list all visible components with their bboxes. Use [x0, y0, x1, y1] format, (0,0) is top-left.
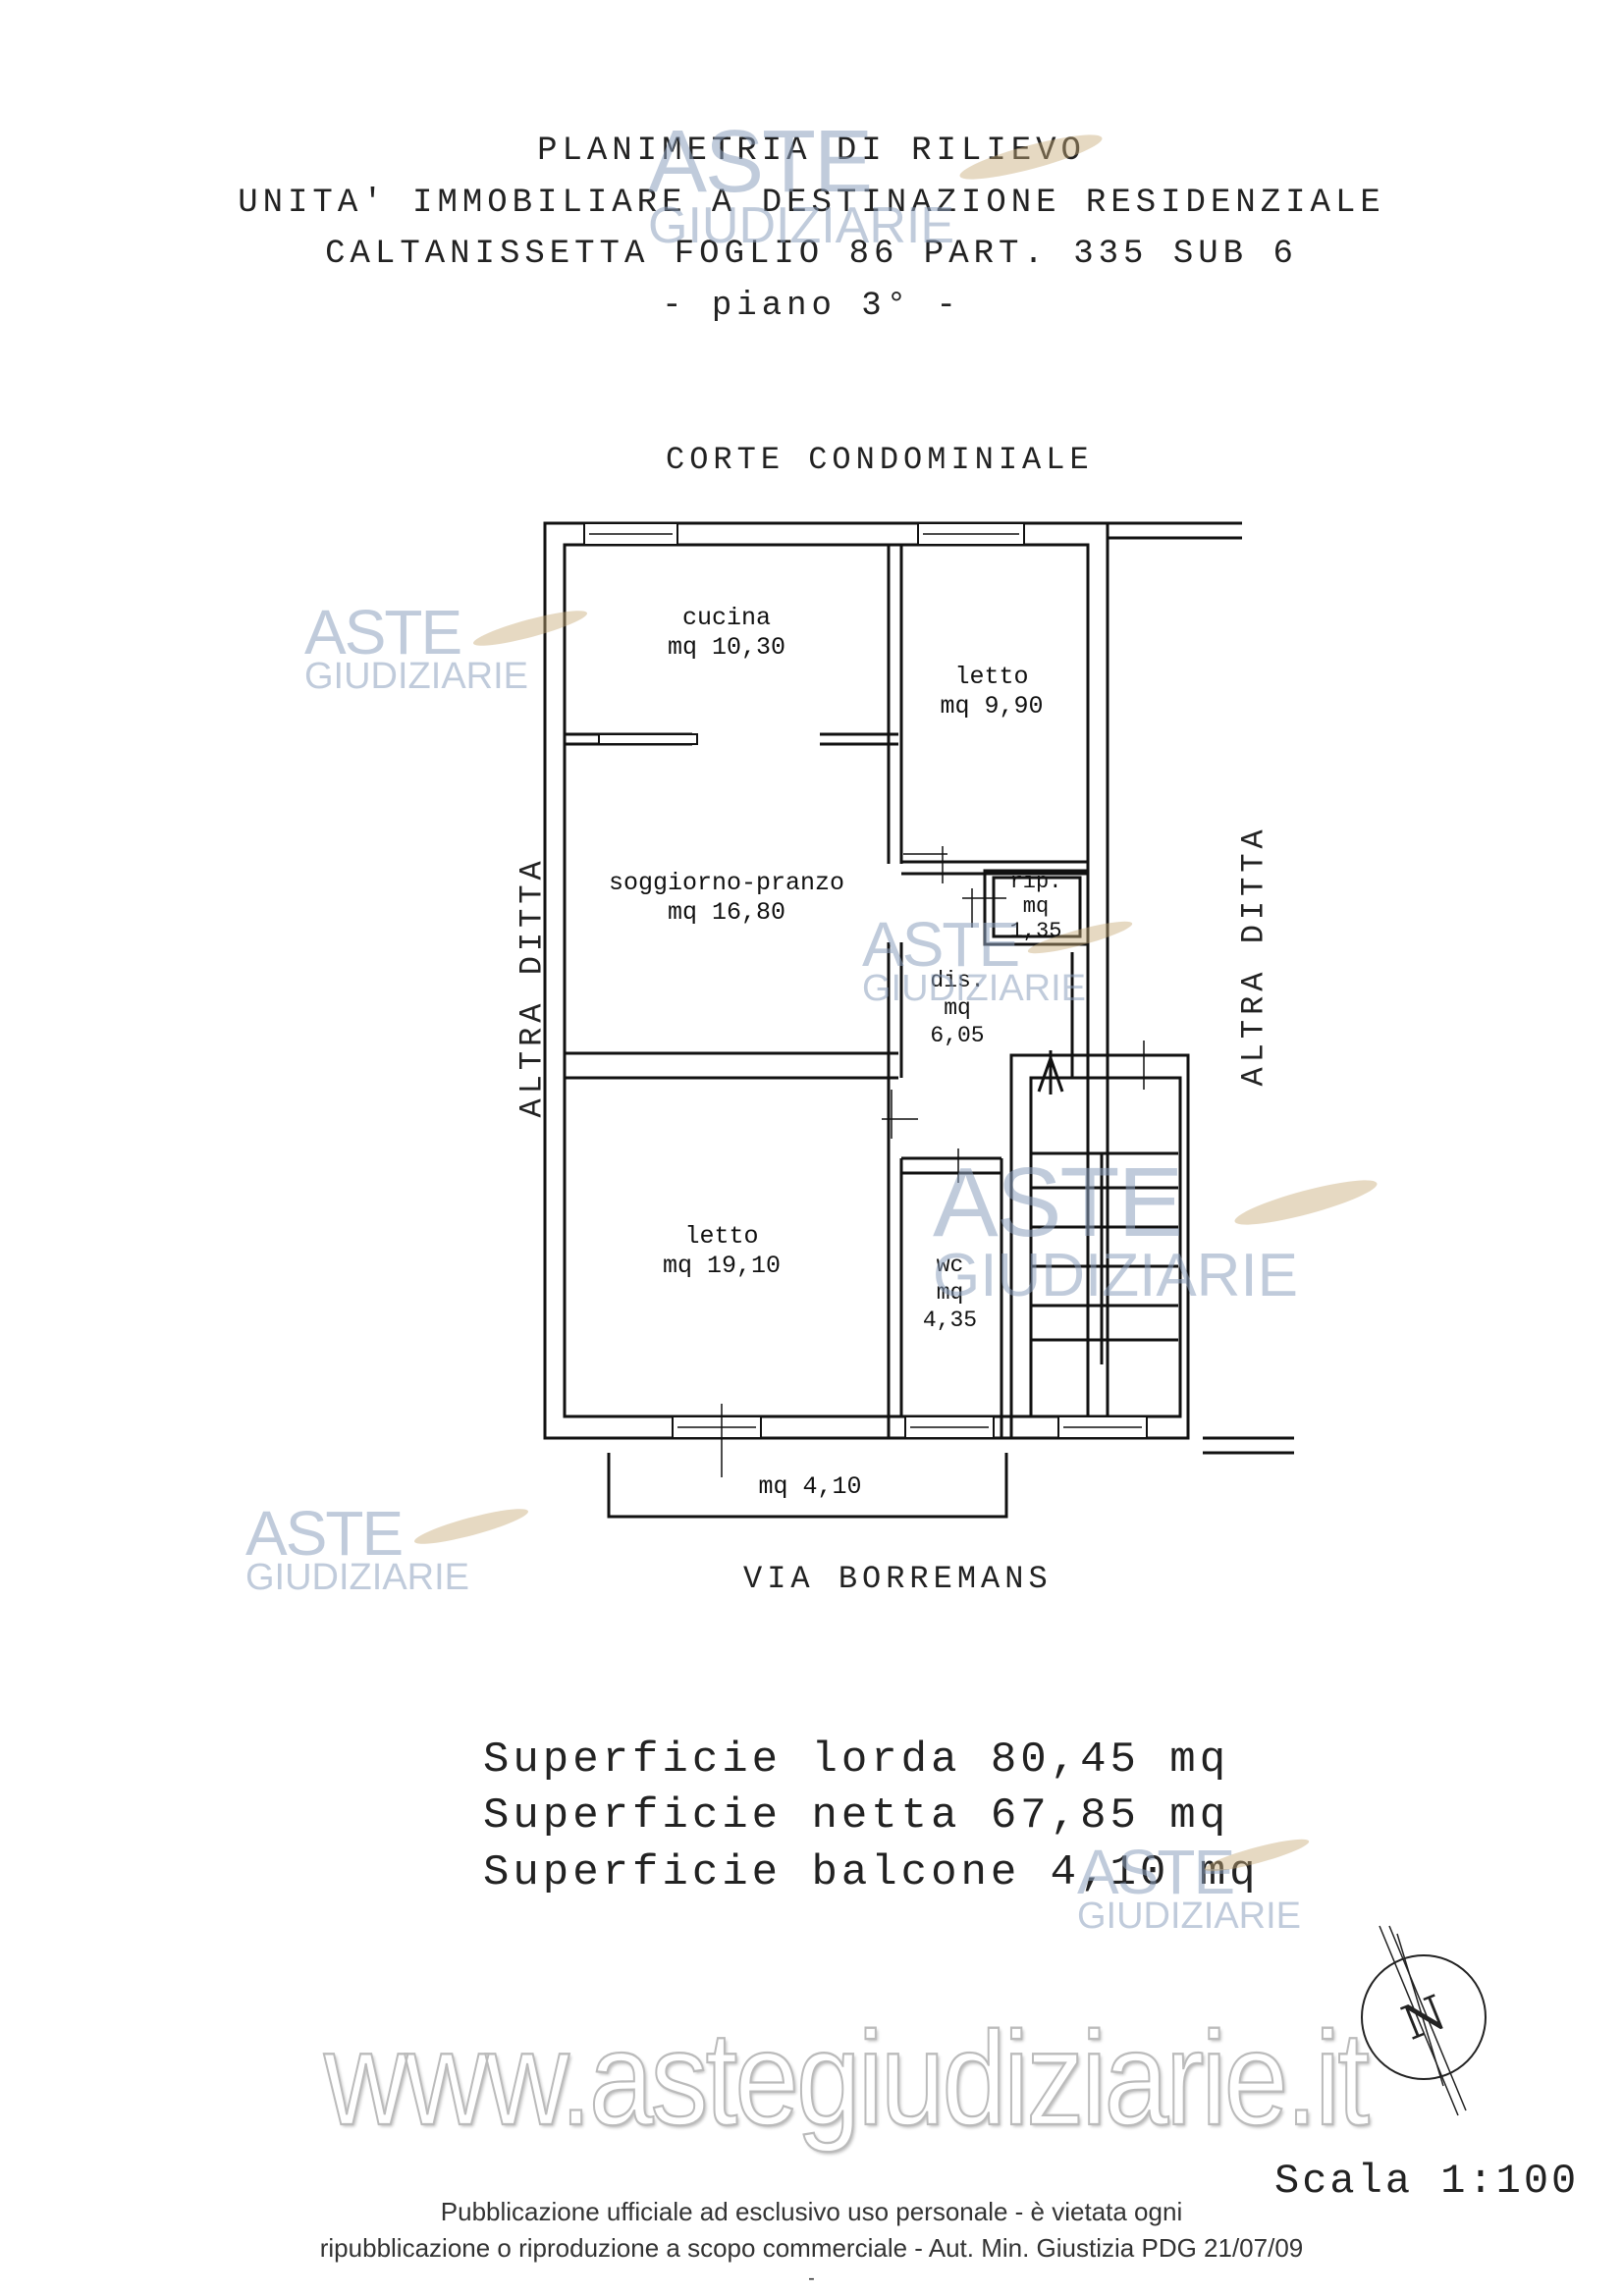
gavel-icon: [413, 1509, 529, 1544]
room-letto-small: letto mq 9,90: [913, 663, 1070, 721]
compass-ring-icon: [1361, 1954, 1487, 2080]
balcony-area: mq 4,10: [758, 1472, 862, 1501]
gavel-icon: [959, 134, 1103, 180]
title-line-4: - piano 3° -: [662, 288, 961, 325]
watermark-brand-top: ASTE: [933, 1148, 1183, 1257]
north-compass: N: [1361, 1925, 1487, 2116]
room-area-label: mq: [1022, 894, 1050, 919]
gavel-icon: [1234, 1180, 1378, 1225]
watermark-brand-top: ASTE: [648, 113, 873, 211]
footer-line-1: Pubblicazione ufficiale ad esclusivo uso…: [440, 2197, 1183, 2226]
summary-netta: Superficie netta 67,85 mq: [483, 1791, 1230, 1841]
watermark-site: www.astegiudiziarie.it: [323, 2003, 1371, 2155]
label-corte-condominiale: CORTE CONDOMINIALE: [666, 442, 1094, 478]
title-line-2: UNITA' IMMOBILIARE A DESTINAZIONE RESIDE…: [238, 185, 1385, 222]
watermark-brand-bottom: GIUDIZIARIE: [304, 656, 529, 697]
room-area: mq 9,90: [940, 692, 1044, 721]
title-line-3: CALTANISSETTA FOGLIO 86 PART. 335 SUB 6: [325, 236, 1298, 273]
watermark-brand-top: ASTE: [245, 1498, 404, 1569]
compass-letter: N: [1394, 1985, 1453, 2052]
room-area-value: 4,35: [922, 1308, 978, 1333]
watermark-brand-top: ASTE: [1077, 1837, 1235, 1907]
room-name: letto: [684, 1222, 759, 1251]
watermark-brand-bottom: GIUDIZIARIE: [933, 1242, 1299, 1309]
room-disimpegno: dis. mq 6,05: [918, 967, 997, 1049]
gavel-icon: [472, 611, 588, 646]
summary-balcone: Superficie balcone 4,10 mq: [483, 1848, 1260, 1897]
watermark-brand-bottom: GIUDIZIARIE: [862, 968, 1087, 1009]
room-area-label: mq: [936, 1280, 964, 1306]
watermark-brand-bottom: GIUDIZIARIE: [1077, 1896, 1302, 1937]
room-area-label: mq: [944, 995, 971, 1021]
room-area-value: 6,05: [930, 1023, 985, 1048]
gavel-icon: [1027, 921, 1133, 954]
room-soggiorno-pranzo: soggiorno-pranzo mq 16,80: [594, 869, 859, 928]
footer-line-3: -: [808, 2268, 815, 2289]
gavel-icon: [1204, 1839, 1310, 1872]
watermark-right: ASTE GIUDIZIARIE: [933, 1153, 1298, 1307]
watermark-brand-bottom: GIUDIZIARIE: [648, 197, 955, 254]
watermark-bottom-right: ASTE GIUDIZIARIE: [1077, 1841, 1301, 1935]
room-cucina: cucina mq 10,30: [648, 604, 805, 663]
summary-lorda: Superficie lorda 80,45 mq: [483, 1735, 1230, 1785]
watermark-brand-top: ASTE: [304, 597, 462, 667]
room-name: wc: [936, 1253, 964, 1278]
outer-wall-outline: [543, 521, 1109, 1440]
room-name: letto: [954, 663, 1029, 691]
room-name: soggiorno-pranzo: [608, 869, 845, 897]
footer-line-2: ripubblicazione o riproduzione a scopo c…: [319, 2233, 1304, 2263]
room-name: rip.: [1009, 870, 1062, 894]
watermark-brand-top: ASTE: [862, 909, 1020, 980]
room-area-value: 1,35: [1009, 919, 1062, 943]
room-area: mq 10,30: [667, 633, 786, 662]
watermark-left-upper: ASTE GIUDIZIARIE: [304, 601, 528, 695]
scale-label: Scala 1:100: [1274, 2158, 1580, 2205]
watermark-center: ASTE GIUDIZIARIE: [862, 913, 1086, 1007]
room-wc: wc mq 4,35: [913, 1252, 987, 1334]
room-area: mq 19,10: [662, 1252, 782, 1280]
room-name: cucina: [681, 604, 771, 632]
label-via-borremans: VIA BORREMANS: [743, 1561, 1053, 1597]
room-name: dis.: [930, 968, 985, 993]
room-ripostiglio: rip. mq 1,35: [997, 870, 1075, 943]
watermark-top: ASTE GIUDIZIARIE: [648, 118, 954, 251]
watermark-left-lower: ASTE GIUDIZIARIE: [245, 1502, 469, 1596]
watermark-brand-bottom: GIUDIZIARIE: [245, 1557, 470, 1598]
room-area: mq 16,80: [667, 898, 786, 927]
room-letto-large: letto mq 19,10: [643, 1222, 800, 1281]
title-line-1: PLANIMETRIA DI RILIEVO: [537, 133, 1086, 170]
